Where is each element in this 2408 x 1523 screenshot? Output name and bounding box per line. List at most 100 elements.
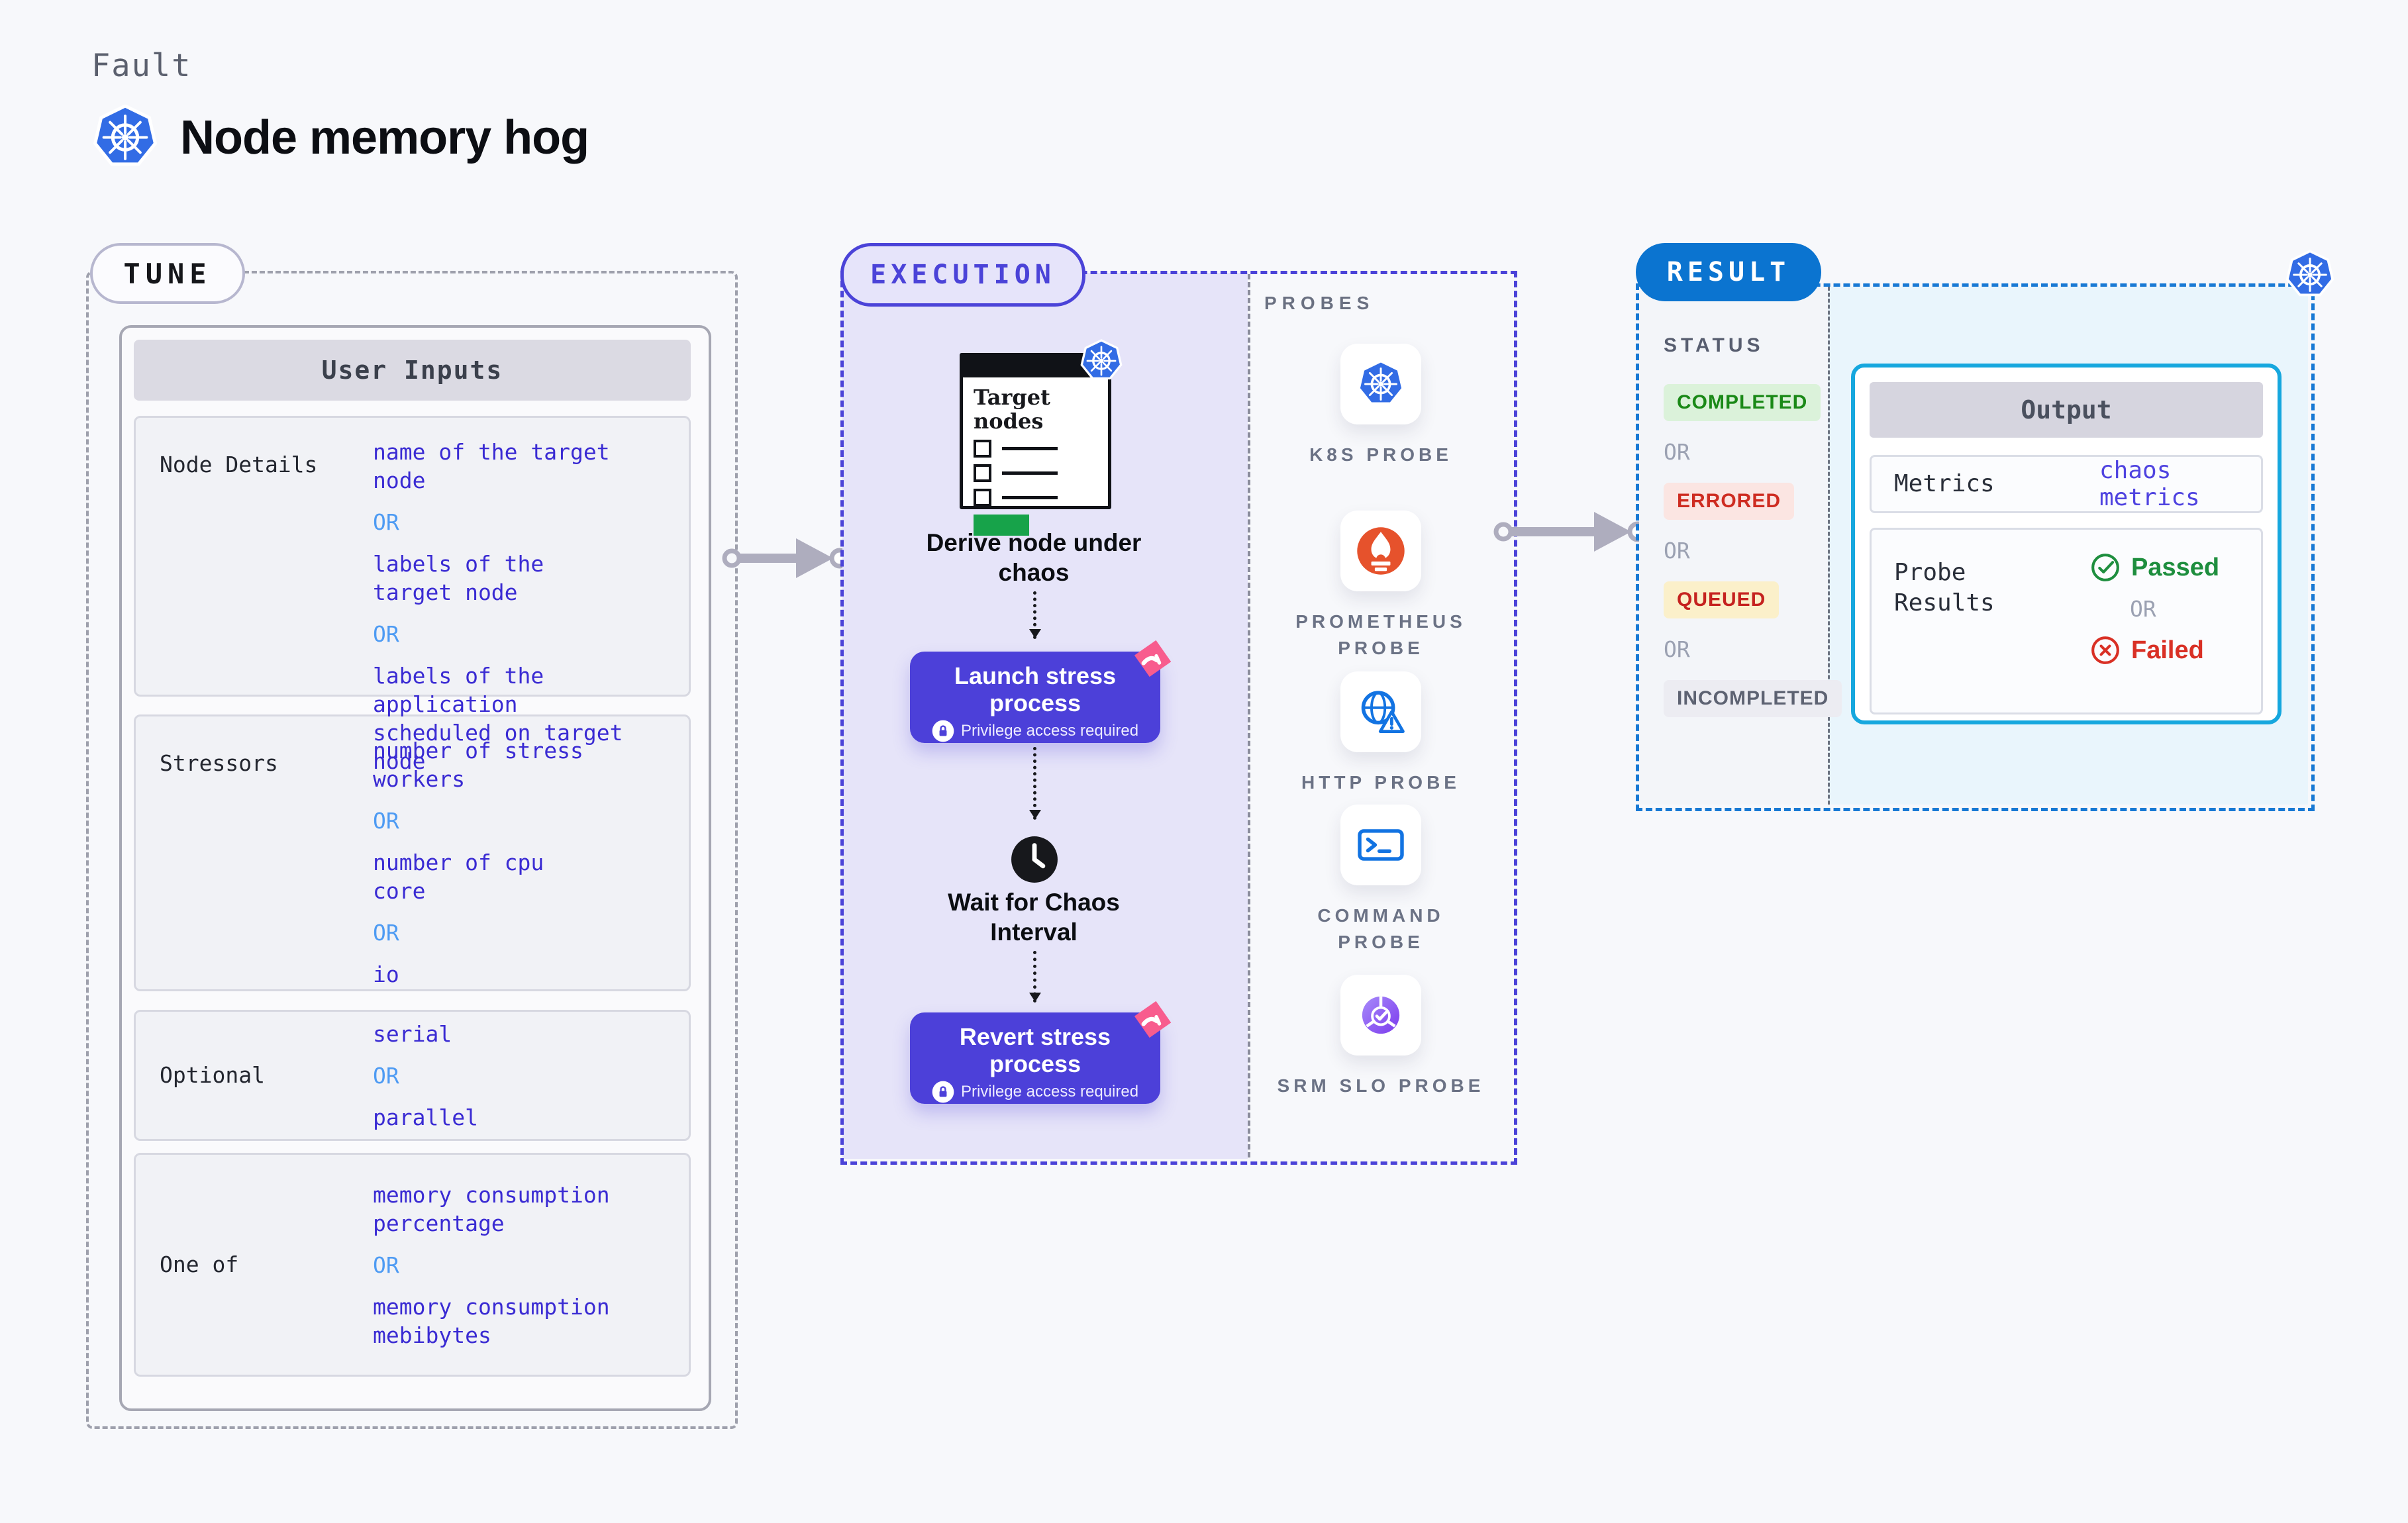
row-value: labels of the application scheduled on t… <box>373 663 623 774</box>
row-value: serial <box>373 1020 452 1047</box>
flow-connector <box>1029 747 1041 820</box>
row-value: memory consumption mebibytes <box>373 1293 610 1348</box>
kubernetes-icon <box>1080 339 1123 380</box>
chaos-ribbon-icon <box>1134 1001 1172 1038</box>
or-separator: OR <box>373 808 399 834</box>
row-label: Stressors <box>160 750 278 776</box>
result-tag: RESULT <box>1636 243 1821 301</box>
status-divider <box>1828 287 1830 805</box>
passed-label: Passed <box>2131 553 2220 581</box>
checkbox-icon <box>974 440 991 458</box>
status-title: STATUS <box>1664 334 1764 356</box>
lock-icon <box>932 720 954 742</box>
or-separator: OR <box>373 509 399 535</box>
status-or: OR <box>1664 636 1690 662</box>
or-separator: OR <box>373 621 399 647</box>
x-circle-icon <box>2091 636 2119 664</box>
probe-results-or: OR <box>2130 596 2156 622</box>
probe-srm-slo: SRM SLO PROBE <box>1272 975 1490 1099</box>
checkbox-icon <box>974 489 991 507</box>
target-nodes-card: Target nodes <box>960 353 1111 536</box>
launch-stress-process-node: Launch stress process Privilege access r… <box>910 640 1172 743</box>
slo-gauge-icon <box>1340 975 1421 1056</box>
output-title: Output <box>1870 382 2263 438</box>
probe-label: HTTP PROBE <box>1301 772 1460 793</box>
tune-tag: TUNE <box>90 243 245 304</box>
probe-prometheus: PROMETHEUS PROBE <box>1272 511 1490 662</box>
tune-to-execution-arrow-icon <box>722 538 850 578</box>
checkbox-icon <box>974 464 991 482</box>
probes-divider <box>1248 274 1250 1157</box>
kubernetes-probe-icon <box>1340 344 1421 424</box>
row-value: parallel <box>373 1104 478 1130</box>
or-separator: OR <box>373 1062 399 1089</box>
flow-connector <box>1029 591 1041 639</box>
status-badge: COMPLETED <box>1664 384 1821 421</box>
privilege-note: Privilege access required <box>960 1083 1139 1101</box>
execution-tag: EXECUTION <box>840 243 1085 307</box>
status-badge: QUEUED <box>1664 581 1780 618</box>
row-value: number of cpu core <box>373 850 544 904</box>
launch-stress-label: Launch stress process <box>954 662 1117 716</box>
probes-title: PROBES <box>1264 293 1375 313</box>
status-list: COMPLETED OR ERRORED OR QUEUED OR INCOMPLETED <box>1664 384 1842 717</box>
probe-label: PROMETHEUS PROBE <box>1295 611 1466 658</box>
revert-stress-process-node: Revert stress process Privilege access r… <box>910 1001 1172 1104</box>
clock-icon <box>1011 836 1058 883</box>
probe-label: COMMAND PROBE <box>1317 905 1444 952</box>
user-inputs-title: User Inputs <box>134 340 691 401</box>
execution-to-result-arrow-icon <box>1493 512 1648 552</box>
kubernetes-icon <box>2285 250 2334 297</box>
terminal-icon <box>1340 805 1421 885</box>
metrics-label: Metrics <box>1894 470 1995 497</box>
wait-chaos-caption: Wait for Chaos Interval <box>948 889 1120 946</box>
row-value: labels of the target node <box>373 551 544 605</box>
probe-results-row: Probe Results Passed OR Faile <box>1870 528 2263 714</box>
target-card-title: Target nodes <box>974 385 1050 434</box>
metrics-row: Metrics chaos metrics <box>1870 455 2263 513</box>
probe-label: K8S PROBE <box>1309 444 1452 465</box>
kubernetes-icon <box>91 105 159 170</box>
page-title: Node memory hog <box>180 111 589 164</box>
status-badge: INCOMPLETED <box>1664 680 1842 717</box>
fault-eyebrow: Fault <box>91 48 192 84</box>
or-separator: OR <box>373 920 399 946</box>
result-section <box>1636 283 2315 811</box>
row-value: name of the target node <box>373 439 610 493</box>
failed-label: Failed <box>2131 636 2204 664</box>
status-or: OR <box>1664 538 1690 564</box>
row-value: io <box>373 961 399 987</box>
prometheus-icon <box>1340 511 1421 591</box>
row-label: Optional <box>160 1062 265 1088</box>
progress-bar <box>974 515 1029 536</box>
row-label: One of <box>160 1252 239 1277</box>
chaos-ribbon-icon <box>1134 640 1172 677</box>
target-node-list <box>974 440 1108 507</box>
globe-warning-icon <box>1340 671 1421 752</box>
metrics-value: chaos metrics <box>2099 457 2200 511</box>
probe-k8s: K8S PROBE <box>1272 344 1490 468</box>
row-label: Node Details <box>160 452 318 477</box>
probe-command: COMMAND PROBE <box>1272 805 1490 956</box>
flow-connector <box>1029 951 1041 1003</box>
status-badge: ERRORED <box>1664 483 1795 520</box>
or-separator: OR <box>373 1252 399 1278</box>
status-or: OR <box>1664 439 1690 465</box>
probe-results-label: Probe Results <box>1894 559 1995 616</box>
tune-section <box>86 271 738 1429</box>
execution-section <box>840 271 1517 1165</box>
check-circle-icon <box>2091 554 2119 581</box>
probe-http: HTTP PROBE <box>1272 671 1490 796</box>
output-card: Output Metrics chaos metrics Probe Resul… <box>1851 364 2282 724</box>
revert-stress-label: Revert stress process <box>959 1023 1111 1077</box>
row-value: memory consumption percentage <box>373 1181 610 1236</box>
row-value: number of stress workers <box>373 738 583 792</box>
privilege-note: Privilege access required <box>960 722 1139 740</box>
lock-icon <box>932 1081 954 1103</box>
